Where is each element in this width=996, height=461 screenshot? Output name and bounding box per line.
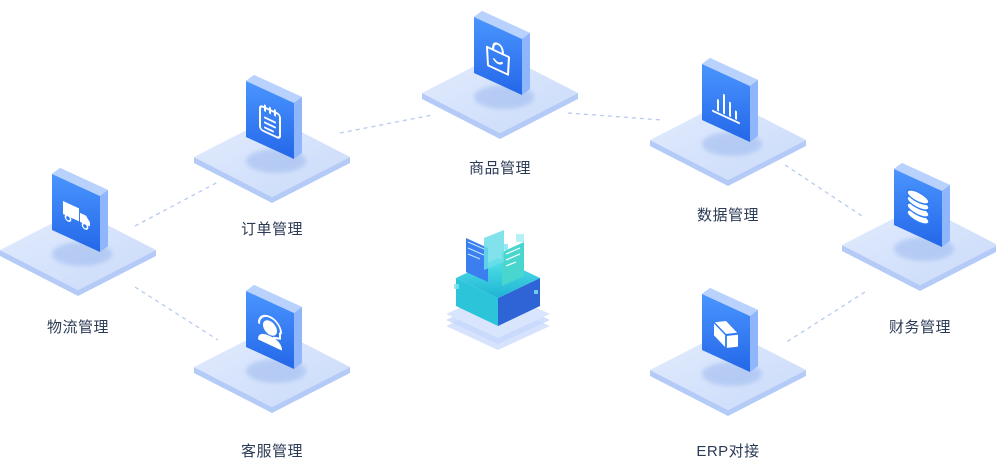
icon-block [246,285,302,369]
icon-block [474,11,530,95]
icon-block [894,163,950,247]
node-orders[interactable] [194,75,350,203]
node-customer-service[interactable] [194,285,350,413]
icon-block [246,75,302,159]
node-label-products: 商品管理 [468,160,532,177]
node-label-finance: 财务管理 [888,319,952,336]
shopping-bag-icon [486,42,510,76]
connector-logistics-service [134,286,219,341]
node-finance[interactable] [842,163,996,291]
connector-logistics-orders [134,181,219,227]
connector-data-finance [784,164,866,219]
icon-block [52,168,108,252]
node-label-erp: ERP对接 [696,443,760,460]
hub-panels [454,230,538,294]
connectors [134,112,866,344]
node-label-data: 数据管理 [696,207,760,224]
node-data[interactable] [650,58,806,186]
icon-block [702,58,758,142]
bar-chart-icon [712,93,740,125]
coin-stack-icon [906,189,930,225]
connector-products-data [567,112,663,121]
nodes-layer [0,11,996,416]
node-label-logistics: 物流管理 [46,319,110,336]
icon-block [702,288,758,372]
truck-icon [63,200,90,230]
node-label-orders: 订单管理 [240,221,304,238]
node-erp[interactable] [650,288,806,416]
clipboard-icon [259,104,281,139]
connector-finance-erp [784,291,866,344]
headset-agent-icon [258,314,282,351]
node-label-customer-service: 客服管理 [240,443,304,460]
cube-icon [713,321,739,349]
node-logistics[interactable] [0,168,156,296]
connector-orders-products [339,114,433,134]
node-products[interactable] [422,11,578,139]
center-hub [446,230,550,350]
